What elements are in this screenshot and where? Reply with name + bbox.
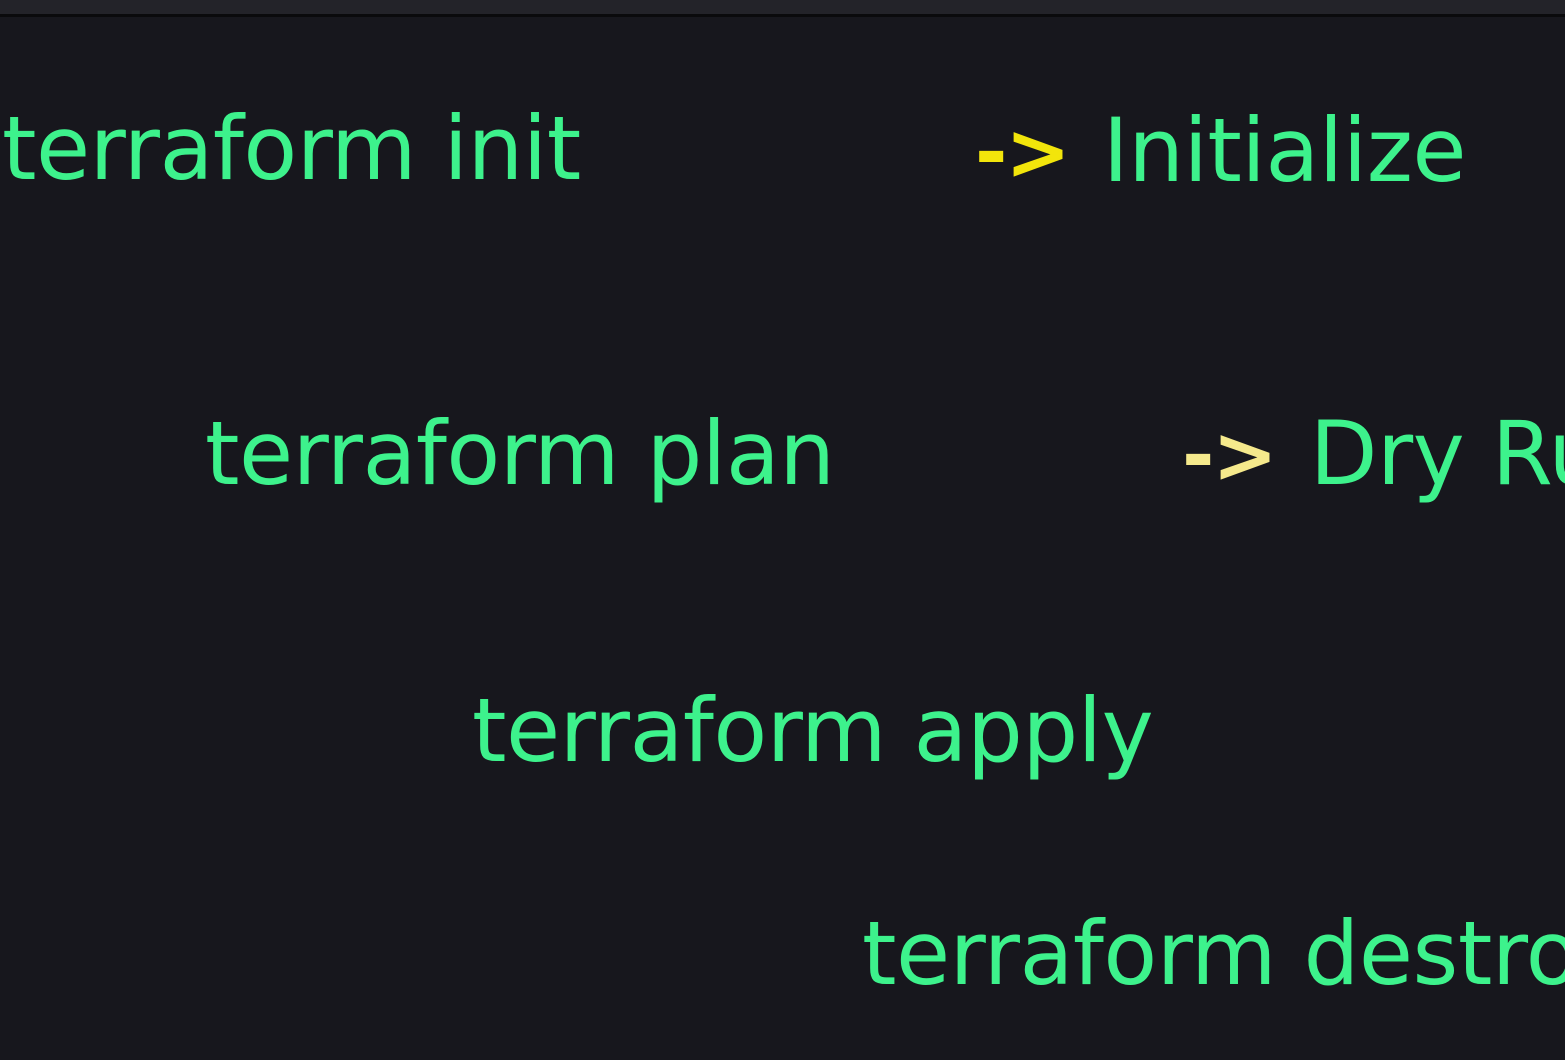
command-line-destroy: terraform destroy: [862, 910, 1565, 998]
meaning-text-plan: Dry Run: [1309, 402, 1565, 505]
command-text-apply: terraform apply: [472, 679, 1154, 782]
command-text-init: terraform init: [2, 97, 581, 200]
meaning-text-init: Initialize: [1102, 99, 1467, 202]
arrow-icon-init: ->: [975, 108, 1071, 198]
command-text-destroy: terraform destroy: [862, 902, 1565, 1005]
command-text-plan: terraform plan: [205, 402, 835, 505]
meaning-line-plan: ->Dry Run: [1182, 410, 1565, 498]
command-line-apply: terraform apply: [472, 687, 1154, 775]
arrow-icon-plan: ->: [1182, 411, 1278, 501]
command-line-plan: terraform plan: [205, 410, 835, 498]
title-bar-separator: [0, 14, 1565, 17]
meaning-line-init: ->Initialize: [975, 107, 1467, 198]
command-line-init: terraform init: [2, 105, 581, 193]
window-title-bar: [0, 0, 1565, 14]
slide-canvas: terraform init ->Initialize terraform pl…: [0, 17, 1565, 1060]
